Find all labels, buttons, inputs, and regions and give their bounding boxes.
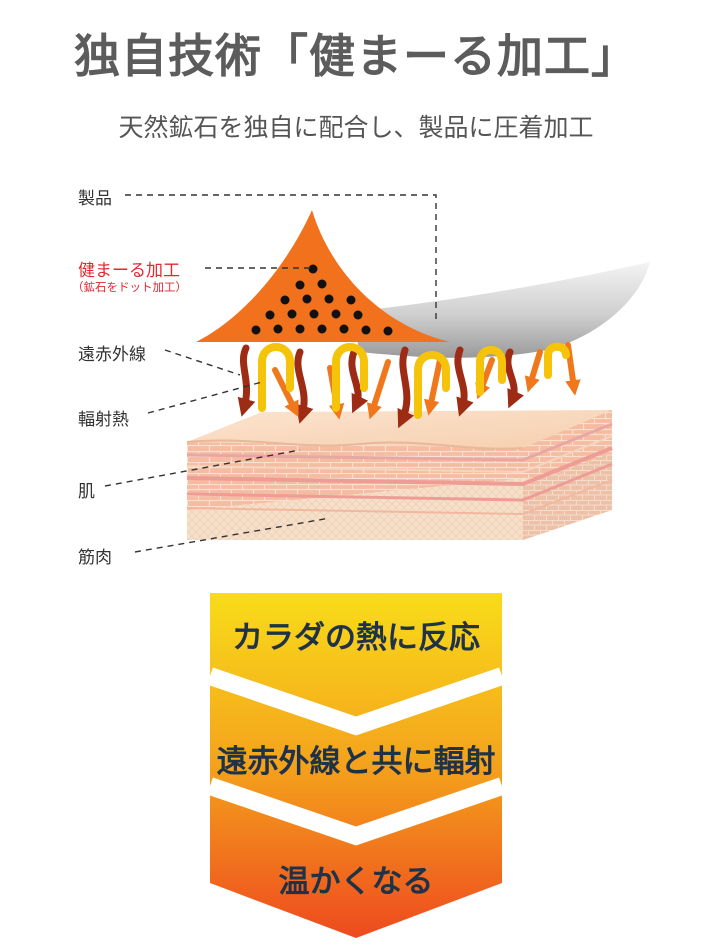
flow-chevrons — [207, 593, 505, 938]
fabric-sheet — [350, 262, 650, 358]
page-title: 独自技術「健まーる加工」 — [74, 29, 638, 83]
label-product: 製品 — [78, 189, 112, 209]
heat-arrows — [237, 342, 581, 429]
label-muscle: 筋肉 — [78, 548, 112, 568]
flow-step-1: カラダの熱に反応 — [232, 620, 480, 656]
label-skin: 肌 — [78, 482, 95, 502]
label-processing: 健まーる加工 — [78, 261, 180, 281]
label-processing-note: （鉱石をドット加工） — [72, 280, 187, 294]
flow-step-2: 遠赤外線と共に輻射 — [216, 744, 496, 780]
leader-lines — [104, 194, 437, 553]
flow-step-3: 温かくなる — [278, 864, 434, 900]
mineral-dot-layer — [196, 210, 450, 342]
page-subtitle: 天然鉱石を独自に配合し、製品に圧着加工 — [118, 113, 594, 142]
label-far-infrared: 遠赤外線 — [78, 345, 146, 365]
label-radiant-heat: 輻射熱 — [78, 410, 129, 430]
skin-block — [186, 410, 613, 540]
